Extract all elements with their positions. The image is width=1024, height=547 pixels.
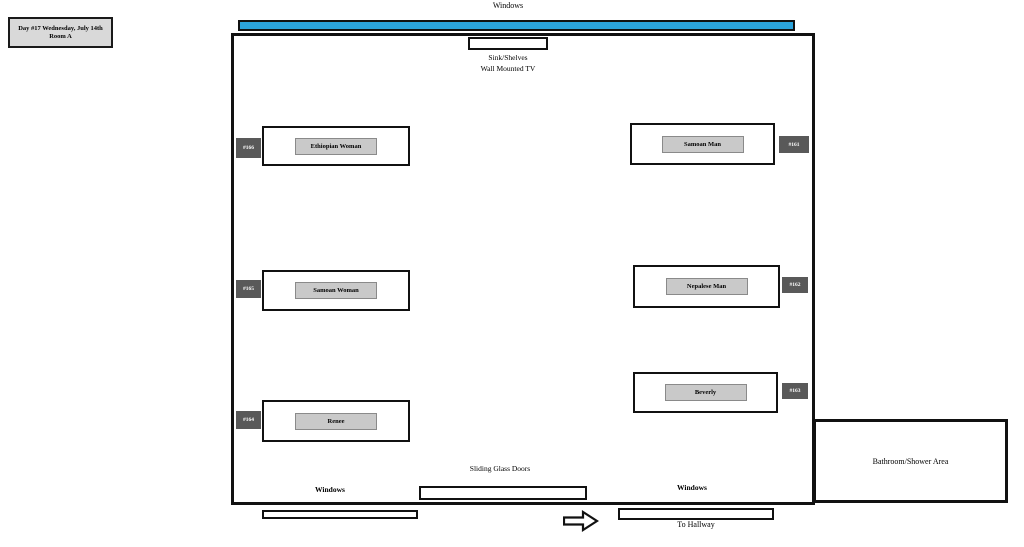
bottom-windows-label-left: Windows xyxy=(315,485,345,494)
bed-166: Ethiopian Woman xyxy=(262,126,410,166)
bottom-windows-label-right: Windows xyxy=(677,483,707,492)
day-info-line1: Day #17 Wednesday, July 14th xyxy=(18,24,103,32)
bed-166-name-label: Ethiopian Woman xyxy=(295,137,377,155)
bed-163-name-label: Beverly xyxy=(664,384,747,401)
day-info-box: Day #17 Wednesday, July 14th Room A xyxy=(8,17,113,48)
hallway-arrow-icon xyxy=(563,510,599,532)
bed-tag-166: #166 xyxy=(236,138,261,158)
day-info-line2: Room A xyxy=(49,32,72,40)
bed-165-name-label: Samoan Woman xyxy=(295,282,377,299)
bed-tag-162: #162 xyxy=(782,277,808,293)
bathroom-shower-label: Bathroom/Shower Area xyxy=(872,456,949,466)
top-windows-label: Windows xyxy=(492,1,524,10)
bed-tag-163: #163 xyxy=(782,383,808,399)
lower-window-right xyxy=(618,508,774,520)
window-strip xyxy=(238,20,795,31)
bed-164-name-label: Renee xyxy=(295,412,377,430)
bed-162: Nepalese Man xyxy=(633,265,780,308)
to-hallway-label: To Hallway xyxy=(677,520,715,529)
bathroom-shower-area: Bathroom/Shower Area xyxy=(813,419,1008,503)
sink-shelves-label: Sink/Shelves xyxy=(488,53,528,62)
bed-tag-165: #165 xyxy=(236,280,261,298)
sliding-glass-doors-label: Sliding Glass Doors xyxy=(469,464,531,473)
bed-161: Samoan Man xyxy=(630,123,775,165)
bed-165: Samoan Woman xyxy=(262,270,410,311)
bed-tag-164: #164 xyxy=(236,411,261,429)
bed-162-name-label: Nepalese Man xyxy=(665,278,748,295)
sink-shelves-box xyxy=(468,37,548,50)
bed-161-name-label: Samoan Man xyxy=(661,135,744,153)
lower-window-left xyxy=(262,510,418,519)
bed-163: Beverly xyxy=(633,372,778,413)
bed-tag-161: #161 xyxy=(779,136,809,153)
sliding-glass-doors-box xyxy=(419,486,587,500)
bed-164: Renee xyxy=(262,400,410,442)
wall-mounted-tv-label: Wall Mounted TV xyxy=(480,64,536,73)
